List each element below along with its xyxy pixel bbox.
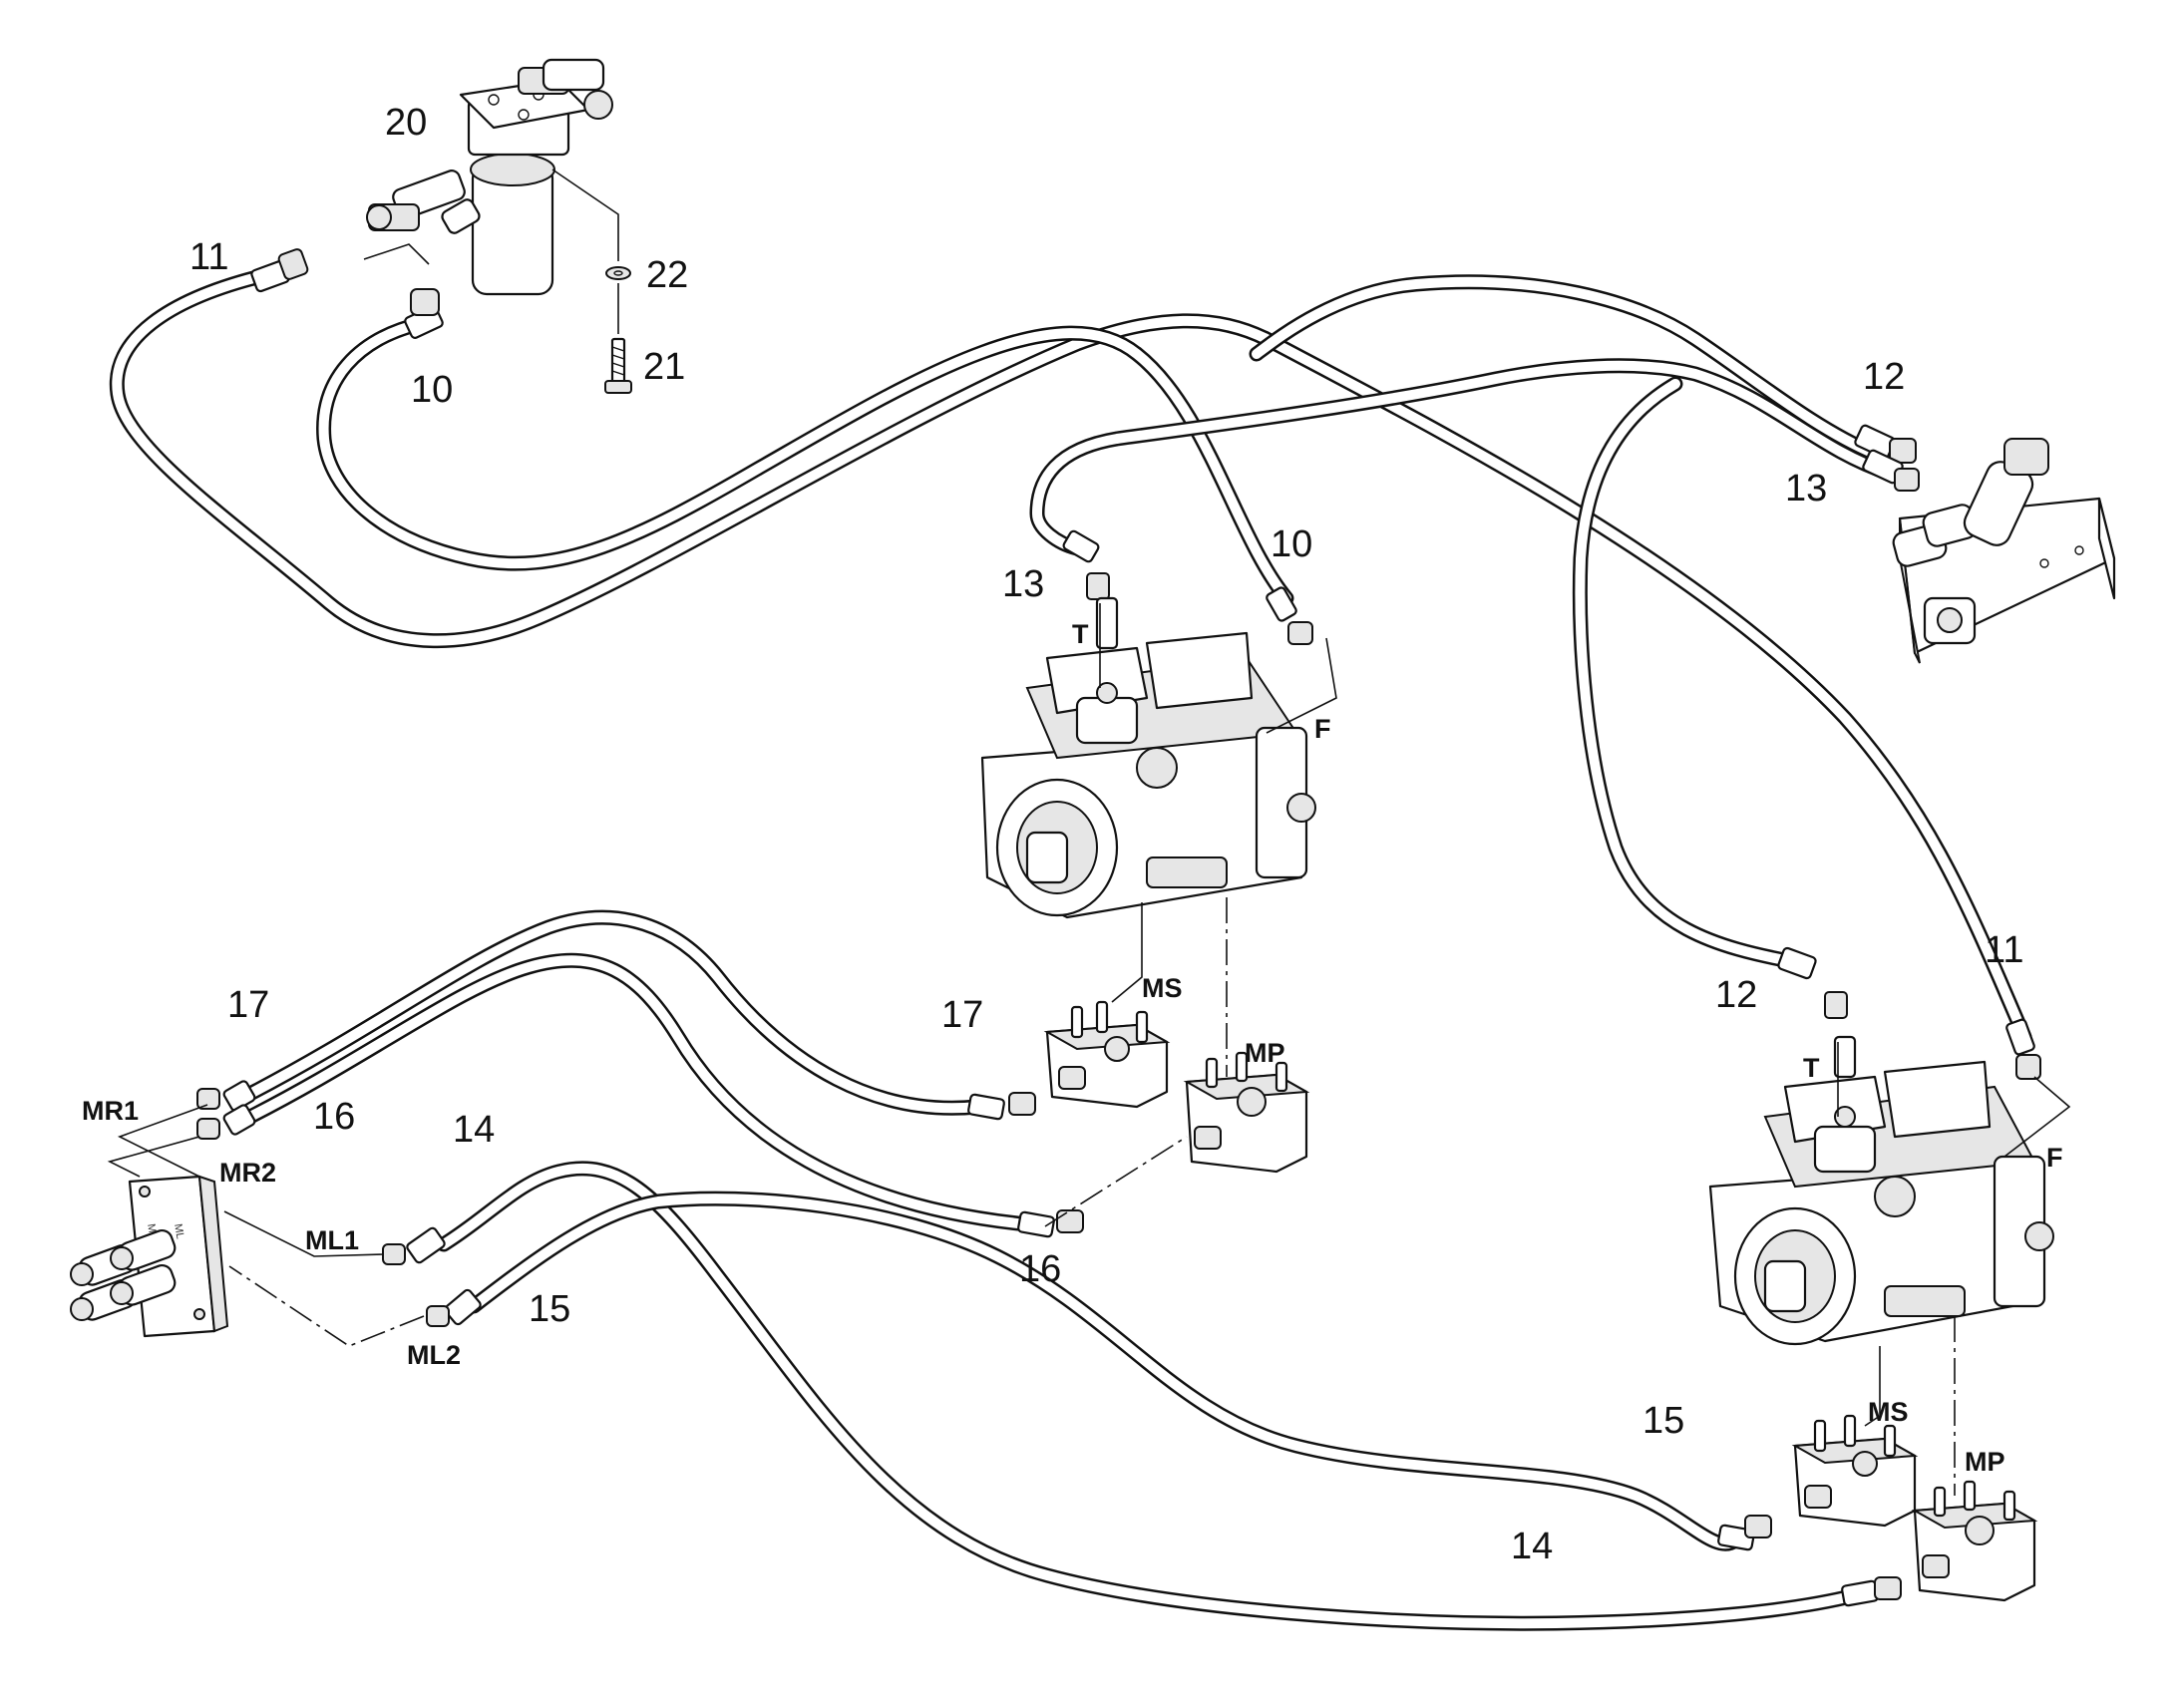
- plate-mark-right: ML: [172, 1222, 185, 1239]
- port-label-t-1: T: [1072, 619, 1089, 649]
- manifold-plate: MR ML: [70, 1175, 229, 1338]
- washer-22: [605, 266, 631, 280]
- label-part-15-left: 15: [529, 1288, 570, 1330]
- port-label-t-2: T: [1803, 1053, 1820, 1083]
- label-part-12-right: 12: [1715, 974, 1757, 1016]
- port-label-mr1: MR1: [82, 1096, 139, 1126]
- label-part-20: 20: [385, 102, 427, 144]
- hose-11: [109, 268, 2032, 1045]
- label-part-14-left: 14: [453, 1109, 495, 1151]
- label-part-17-mid: 17: [941, 994, 983, 1036]
- hose-10: [316, 316, 1294, 606]
- label-part-17-left: 17: [227, 984, 269, 1026]
- hose-fittings: [196, 248, 2041, 1607]
- pump-1-port-t: [1095, 596, 1119, 650]
- screw-21: [604, 337, 632, 394]
- pump-2: [1708, 1035, 2054, 1346]
- port-label-mp-2: MP: [1965, 1447, 2005, 1477]
- port-label-f-2: F: [2046, 1143, 2063, 1173]
- manifold-couplings: [70, 1228, 177, 1321]
- port-labels: T F MS MP T F MS MP MR1 MR2 ML1 ML2: [82, 619, 2063, 1477]
- port-label-mr2: MR2: [219, 1158, 276, 1188]
- hose-15: [466, 1191, 1743, 1551]
- test-port-blocks: [1043, 1000, 2038, 1602]
- label-part-10-mid: 10: [1271, 523, 1312, 565]
- filter-assembly: [363, 58, 632, 394]
- label-part-15-right: 15: [1642, 1400, 1684, 1442]
- hose-14: [436, 1161, 1863, 1631]
- port-label-ml1: ML1: [305, 1225, 359, 1255]
- label-part-21: 21: [643, 346, 685, 388]
- label-part-11-top: 11: [189, 236, 228, 278]
- part-number-labels: 20 11 22 21 10 12 13 13 10 17 17 16 14 1…: [189, 102, 2023, 1567]
- port-label-f-1: F: [1314, 714, 1331, 744]
- label-part-16-left: 16: [313, 1096, 355, 1138]
- label-part-14-bottom: 14: [1511, 1526, 1553, 1567]
- hose-13: [1029, 358, 1898, 556]
- leader-lines: [107, 603, 2071, 1496]
- label-part-16-mid: 16: [1019, 1248, 1061, 1290]
- valve-block: [1892, 438, 2116, 664]
- block-mp-2: [1911, 1480, 2038, 1602]
- label-part-22: 22: [646, 254, 688, 296]
- port-label-ms-1: MS: [1142, 973, 1183, 1003]
- hose-17: [236, 909, 985, 1116]
- label-part-13-top: 13: [1785, 468, 1827, 510]
- label-part-12-top: 12: [1863, 356, 1905, 398]
- hoses: [109, 268, 2032, 1631]
- label-part-11-right: 11: [1985, 929, 2023, 971]
- port-label-ms-2: MS: [1868, 1397, 1909, 1427]
- hose-12: [1249, 274, 1883, 970]
- label-part-10-top: 10: [411, 369, 453, 411]
- block-ms-1: [1043, 1000, 1171, 1109]
- block-ms-2: [1791, 1414, 1919, 1528]
- block-mp-1: [1183, 1051, 1310, 1174]
- label-part-13-mid: 13: [1002, 563, 1044, 605]
- hose-16: [236, 952, 1035, 1232]
- pump-1: [980, 596, 1316, 919]
- port-label-ml2: ML2: [407, 1340, 461, 1370]
- port-label-mp-1: MP: [1245, 1038, 1285, 1068]
